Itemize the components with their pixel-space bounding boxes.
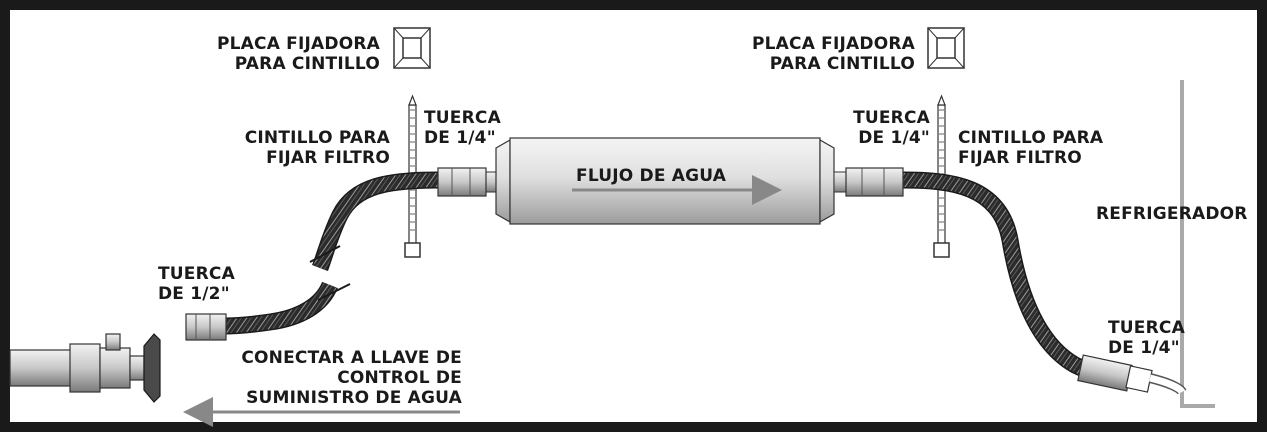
nut-label-left-quarter: TUERCA DE 1/4" [424,108,501,148]
right-hose [902,171,1103,383]
nut-label-right-quarter: TUERCA DE 1/4" [853,108,930,148]
mounting-plate-icon [927,27,965,69]
shutoff-valve-icon [9,333,161,403]
quarter-inch-nut-left [437,167,487,197]
strap-label-left: CINTILLO PARA FIJAR FILTRO [244,128,390,168]
connect-valve-label: CONECTAR A LLAVE DE CONTROL DE SUMINISTR… [241,348,462,408]
mounting-plate-icon [393,27,431,69]
half-inch-nut [185,313,227,341]
quarter-inch-nut-right [845,167,904,197]
nut-label-fridge: TUERCA DE 1/4" [1108,318,1185,358]
water-flow-label: FLUJO DE AGUA [576,166,727,186]
refrigerator-label: REFRIGERADOR [1096,204,1248,224]
left-hose [223,171,439,335]
nut-label-half: TUERCA DE 1/2" [158,264,235,304]
strap-label-right: CINTILLO PARA FIJAR FILTRO [958,128,1104,168]
refrigerator-wall [1180,80,1215,408]
fridge-nut [1077,354,1187,395]
plate-label-left: PLACA FIJADORA PARA CINTILLO [216,34,380,74]
plate-label-right: PLACA FIJADORA PARA CINTILLO [751,34,915,74]
